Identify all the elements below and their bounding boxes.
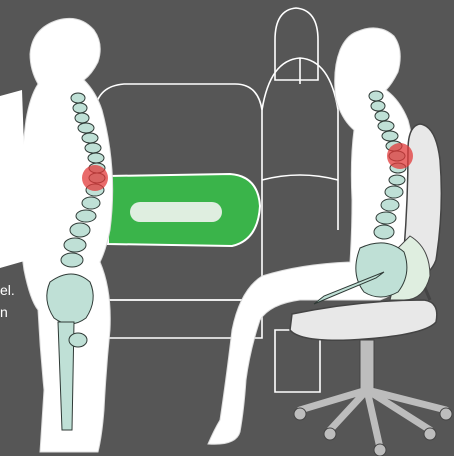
seated-pain-marker <box>387 143 413 169</box>
cropped-caption-line-2: n <box>0 304 8 320</box>
lumbar-support-cushion <box>108 174 260 246</box>
standing-figure <box>0 18 113 452</box>
standing-pain-marker <box>82 165 108 191</box>
cropped-caption-line-1: el. <box>0 282 15 298</box>
